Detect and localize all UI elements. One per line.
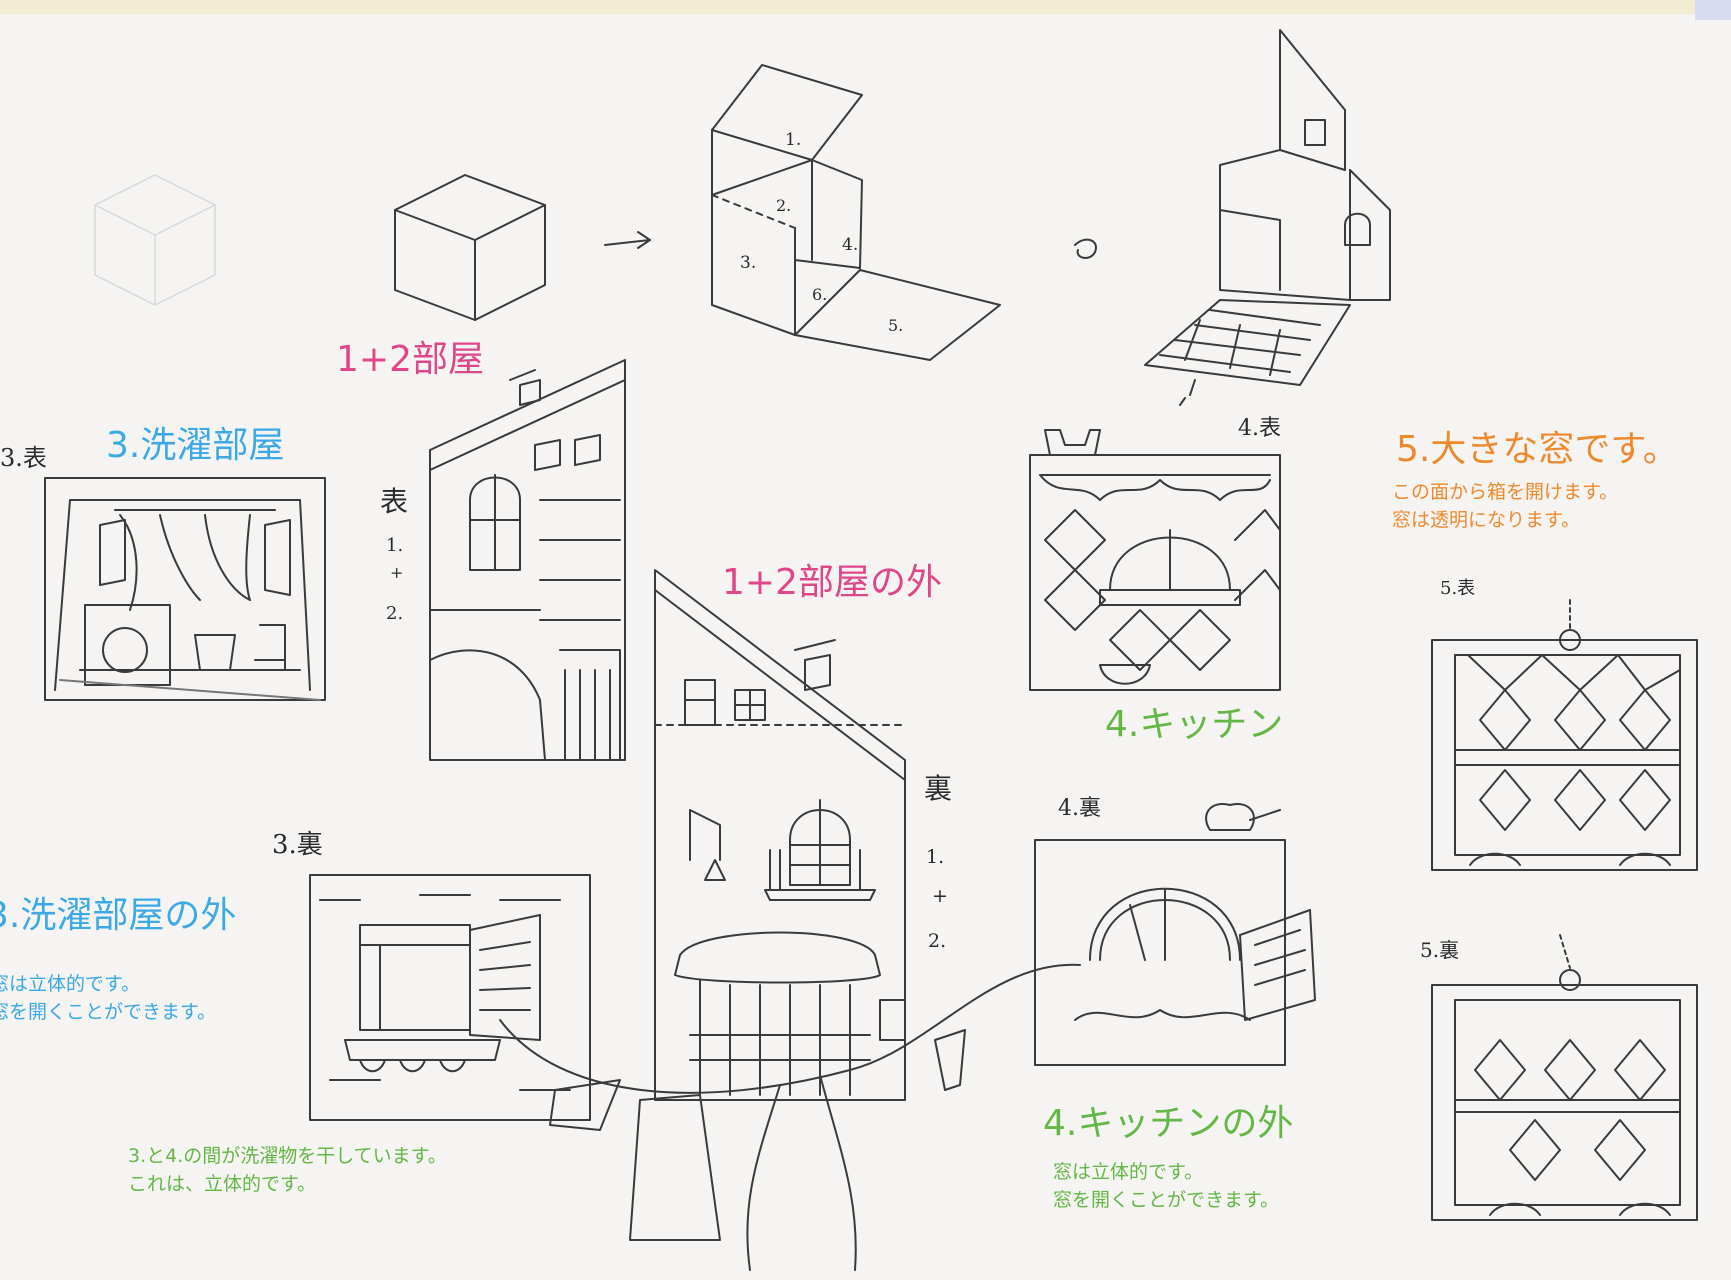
front5-label: 5.表 bbox=[1440, 578, 1476, 599]
front12-head: 表 bbox=[380, 485, 409, 518]
box-net bbox=[711, 64, 1001, 361]
back12-plus: + bbox=[932, 885, 948, 907]
laundry-outside-notes: 窓は立体的です。 窓を開くことができます。 bbox=[0, 970, 216, 1026]
big-window-back-sketch bbox=[1431, 934, 1698, 1221]
laundry-title: 3.洗濯部屋 bbox=[106, 425, 285, 466]
front12-2: 2. bbox=[386, 603, 404, 624]
big-window-note-2: 窓は透明になります。 bbox=[1392, 509, 1581, 531]
kitchen-outside-notes: 窓は立体的です。 窓を開くことができます。 bbox=[1053, 1158, 1279, 1214]
net-face-1: 1. bbox=[785, 130, 802, 150]
laundry-line-note-1: 3.と4.の間が洗濯物を干しています。 bbox=[128, 1145, 447, 1167]
back12-1: 1. bbox=[926, 846, 945, 868]
curved-arrow-icon bbox=[1074, 238, 1097, 259]
front12-1: 1. bbox=[386, 535, 404, 556]
kitchen-front-sketch bbox=[1029, 429, 1281, 691]
net-face-6: 6. bbox=[812, 285, 828, 304]
room12-front-sketch bbox=[429, 359, 626, 761]
net-face-5: 5. bbox=[888, 316, 904, 335]
closed-cube bbox=[394, 174, 546, 321]
back5-label: 5.裏 bbox=[1420, 938, 1460, 962]
back4-label: 4.裏 bbox=[1058, 796, 1101, 821]
laundry-line-note-2: これは、立体的です。 bbox=[128, 1173, 317, 1195]
big-window-front-sketch bbox=[1431, 599, 1698, 871]
room12-outside-title: 1+2部屋の外 bbox=[722, 562, 942, 603]
big-window-note-1: この面から箱を開けます。 bbox=[1392, 481, 1619, 503]
net-face-4: 4. bbox=[842, 235, 859, 255]
kitchen-outside-title: 4.キッチンの外 bbox=[1043, 1103, 1294, 1144]
room12-title: 1+2部屋 bbox=[336, 339, 484, 380]
laundry-outside-note-2: 窓を開くことができます。 bbox=[0, 1001, 217, 1023]
laundry-room-outside-sketch bbox=[309, 874, 591, 1121]
back12-2: 2. bbox=[928, 930, 947, 952]
laundry-line-notes: 3.と4.の間が洗濯物を干しています。 これは、立体的です。 bbox=[128, 1142, 447, 1198]
ghost-cube bbox=[94, 174, 216, 306]
laundry-outside-note-1: 窓は立体的です。 bbox=[0, 973, 141, 995]
back3-label: 3.裏 bbox=[272, 830, 323, 860]
laundry-room-front-sketch bbox=[44, 477, 326, 701]
laundry-outside-title: 3.洗濯部屋の外 bbox=[0, 895, 237, 936]
big-window-title: 5.大きな窓です。 bbox=[1396, 429, 1679, 470]
kitchen-outside-note-1: 窓は立体的です。 bbox=[1053, 1161, 1204, 1183]
top-band bbox=[0, 0, 1731, 14]
kitchen-outside-sketch bbox=[1034, 803, 1316, 1066]
kitchen-outside-note-2: 窓を開くことができます。 bbox=[1053, 1189, 1280, 1211]
net-face-2: 2. bbox=[776, 196, 792, 215]
opened-box-sketch bbox=[1144, 29, 1391, 406]
net-face-3: 3. bbox=[740, 253, 757, 273]
arrow-icon bbox=[604, 231, 651, 249]
kitchen-title: 4.キッチン bbox=[1105, 704, 1284, 745]
room12-outside-sketch bbox=[654, 569, 906, 1101]
front3-label: 3.表 bbox=[0, 444, 47, 472]
front4-label: 4.表 bbox=[1238, 416, 1281, 441]
front12-plus: + bbox=[390, 563, 404, 582]
big-window-notes: この面から箱を開けます。 窓は透明になります。 bbox=[1392, 478, 1618, 534]
top-corner-tab bbox=[1695, 0, 1731, 20]
back12-head: 裏 bbox=[924, 772, 953, 805]
laundry-line-sketch bbox=[499, 963, 1081, 1271]
